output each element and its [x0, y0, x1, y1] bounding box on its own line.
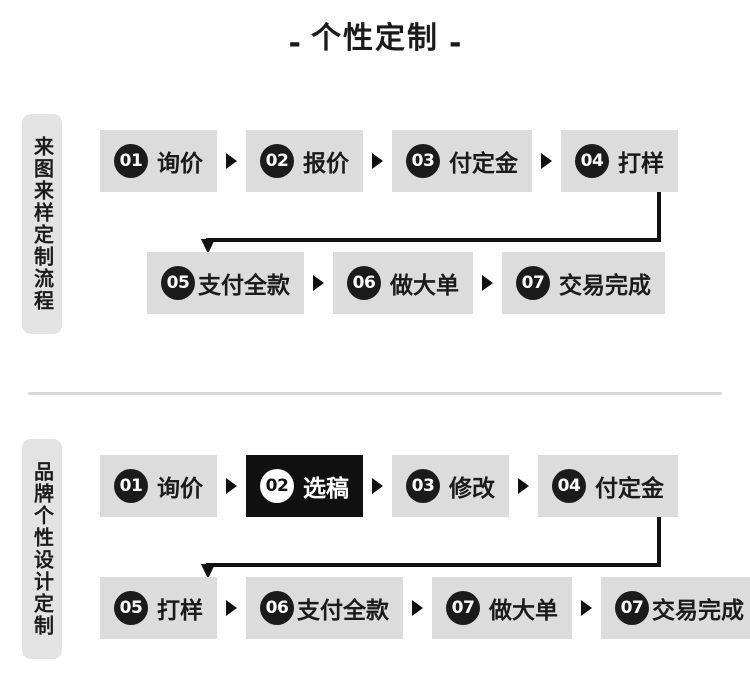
step-label: 打样	[618, 151, 664, 177]
step-number-badge: 07	[516, 266, 550, 300]
step-label: 打样	[157, 598, 203, 624]
arrow-right-icon	[226, 478, 237, 494]
step-number-badge: 01	[114, 469, 148, 503]
step-label: 询价	[157, 151, 203, 177]
arrow-right-icon	[313, 275, 324, 291]
arrow-right-icon	[541, 153, 552, 169]
arrow-right-icon	[518, 478, 529, 494]
step-box[interactable]: 04 打样	[561, 130, 678, 192]
step-number-badge: 06	[260, 591, 294, 625]
section-1-side-label: 来图来样定制流程	[30, 136, 55, 312]
step-box[interactable]: 07 交易完成	[502, 252, 665, 314]
section-2-row-1: 01 询价 02 选稿 03 修改 04 付定金	[100, 455, 678, 517]
step-label: 修改	[449, 476, 495, 502]
step-label: 支付全款	[198, 273, 290, 299]
step-number-badge: 01	[114, 144, 148, 178]
step-label: 报价	[303, 151, 349, 177]
arrow-right-icon	[482, 275, 493, 291]
step-label: 交易完成	[559, 273, 651, 299]
title-text: 个性定制	[311, 21, 439, 56]
arrow-right-icon	[372, 153, 383, 169]
step-number-badge: 07	[446, 591, 480, 625]
step-number-badge: 07	[615, 591, 649, 625]
section-1-elbow-connector	[196, 192, 676, 258]
step-label: 交易完成	[652, 598, 744, 624]
step-box[interactable]: 02 报价	[246, 130, 363, 192]
step-label: 支付全款	[297, 598, 389, 624]
step-number-badge: 02	[260, 144, 294, 178]
step-number-badge: 04	[552, 469, 586, 503]
step-label: 询价	[157, 476, 203, 502]
arrow-right-icon	[412, 600, 423, 616]
step-number-badge: 03	[406, 144, 440, 178]
step-label: 付定金	[449, 151, 518, 177]
title-left-dash: -	[288, 25, 301, 61]
step-box[interactable]: 06 支付全款	[246, 577, 403, 639]
step-number-badge: 05	[114, 591, 148, 625]
section-2-row-2: 05 打样 06 支付全款 07 做大单 07 交易完成	[100, 577, 750, 639]
step-box[interactable]: 07 做大单	[432, 577, 572, 639]
section-1-row-2: 05 支付全款 06 做大单 07 交易完成	[147, 252, 665, 314]
step-box[interactable]: 01 询价	[100, 130, 217, 192]
step-box[interactable]: 06 做大单	[333, 252, 473, 314]
step-label: 做大单	[489, 598, 558, 624]
step-number-badge: 04	[575, 144, 609, 178]
step-box[interactable]: 04 付定金	[538, 455, 678, 517]
step-box[interactable]: 01 询价	[100, 455, 217, 517]
arrow-right-icon	[581, 600, 592, 616]
arrow-right-icon	[372, 478, 383, 494]
arrow-right-icon	[226, 153, 237, 169]
step-box[interactable]: 07 交易完成	[601, 577, 750, 639]
step-label: 付定金	[595, 476, 664, 502]
page-title: -个性定制-	[0, 24, 750, 59]
section-divider	[28, 392, 722, 395]
step-box[interactable]: 05 支付全款	[147, 252, 304, 314]
step-number-badge: 05	[161, 266, 195, 300]
section-2-side-label: 品牌个性设计定制	[30, 461, 55, 637]
step-box[interactable]: 03 付定金	[392, 130, 532, 192]
step-number-badge: 02	[260, 469, 294, 503]
step-box-active[interactable]: 02 选稿	[246, 455, 363, 517]
section-2-side-tab: 品牌个性设计定制	[22, 439, 62, 659]
section-1-side-tab: 来图来样定制流程	[22, 114, 62, 334]
step-label: 做大单	[390, 273, 459, 299]
step-label: 选稿	[303, 476, 349, 502]
step-box[interactable]: 03 修改	[392, 455, 509, 517]
arrow-right-icon	[226, 600, 237, 616]
step-number-badge: 06	[347, 266, 381, 300]
section-2-elbow-connector	[196, 517, 676, 583]
section-brand-design-flow: 品牌个性设计定制 01 询价 02 选稿 03 修改 04 付定金	[0, 437, 750, 662]
section-custom-sample-flow: 来图来样定制流程 01 询价 02 报价 03 付定金 04 打样	[0, 112, 750, 337]
section-1-row-1: 01 询价 02 报价 03 付定金 04 打样	[100, 130, 678, 192]
step-number-badge: 03	[406, 469, 440, 503]
step-box[interactable]: 05 打样	[100, 577, 217, 639]
title-right-dash: -	[449, 25, 462, 61]
